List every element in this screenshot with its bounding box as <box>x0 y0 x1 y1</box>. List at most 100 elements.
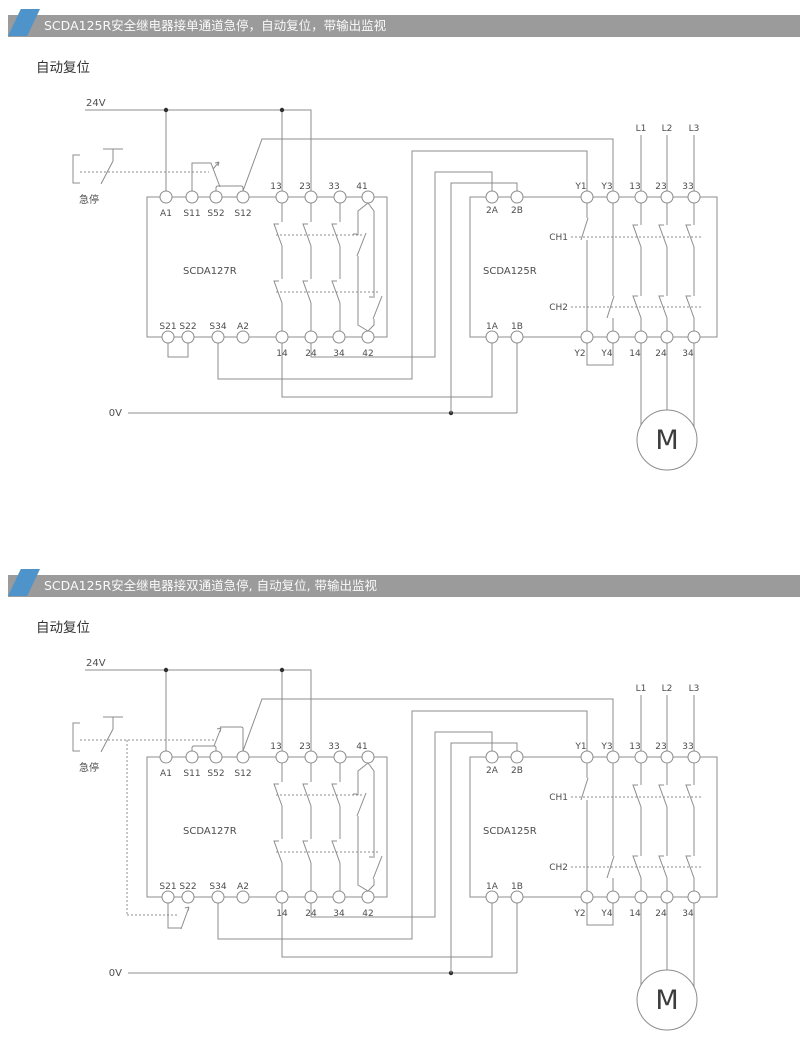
terminal-label-2a: 2A <box>486 206 499 216</box>
terminal-label-r34: 34 <box>682 909 694 919</box>
estop-contact-ch2 <box>167 903 190 930</box>
label-ch2: CH2 <box>549 303 568 313</box>
terminal-label-s11: S11 <box>183 209 200 219</box>
terminal-label-y3: Y3 <box>600 742 612 752</box>
label-l2: L2 <box>662 684 673 694</box>
terminal-label-y4: Y4 <box>600 349 612 359</box>
terminal-label-a2: A2 <box>237 882 249 892</box>
terminal-label-1a: 1A <box>486 882 499 892</box>
terminal-label-41: 41 <box>356 182 367 192</box>
terminal-label-13: 13 <box>270 742 281 752</box>
label-l3: L3 <box>689 124 700 134</box>
terminal-label-y3: Y3 <box>600 182 612 192</box>
estop-contact-ch1 <box>191 726 244 751</box>
estop-contact-ch1 <box>191 161 244 191</box>
motor-label: M <box>655 425 678 456</box>
terminal-label-r14: 14 <box>629 349 641 359</box>
label-24v: 24V <box>86 658 106 669</box>
label-0v: 0V <box>109 968 122 979</box>
terminal-label-14: 14 <box>276 349 288 359</box>
terminal-label-r13: 13 <box>629 742 640 752</box>
terminal-label-s21: S21 <box>159 322 176 332</box>
label-relay-right: SCDA125R <box>483 266 537 277</box>
terminal-label-s52: S52 <box>207 769 224 779</box>
terminal-label-r13: 13 <box>629 182 640 192</box>
terminal-label-s52: S52 <box>207 209 224 219</box>
terminal-label-r24: 24 <box>655 909 667 919</box>
emergency-stop-symbol <box>72 716 216 916</box>
terminal-label-s34: S34 <box>209 882 226 892</box>
terminal-label-r33: 33 <box>682 742 693 752</box>
emergency-stop-symbol <box>72 148 209 185</box>
terminal-circles <box>159 750 701 904</box>
section1-subtitle: 自动复位 <box>36 60 90 76</box>
label-estop: 急停 <box>79 761 99 774</box>
label-l1: L1 <box>636 124 647 134</box>
mains-lines <box>640 695 695 751</box>
terminal-label-1b: 1B <box>511 322 523 332</box>
relay-box-scda125r <box>469 756 718 926</box>
motor-label: M <box>655 985 678 1016</box>
terminal-label-a1: A1 <box>160 769 172 779</box>
label-relay-left: SCDA127R <box>183 826 237 837</box>
interconnect-wires <box>217 698 614 973</box>
terminal-label-34: 34 <box>333 909 345 919</box>
label-0v: 0V <box>109 408 122 419</box>
0v-rail <box>128 970 517 976</box>
wiring-diagram-dual-channel: M 24V 0V 急停 SCDA127R SCDA125R <box>72 658 718 1031</box>
section1-title: SCDA125R安全继电器接单通道急停，自动复位，带输出监视 <box>44 18 387 33</box>
terminal-label-13: 13 <box>270 182 281 192</box>
terminal-label-1a: 1A <box>486 322 499 332</box>
24v-rail <box>85 667 312 751</box>
terminal-label-a1: A1 <box>160 209 172 219</box>
label-ch1: CH1 <box>549 233 568 243</box>
diagram-labels: 24V 0V 急停 SCDA127R SCDA125R A1 S11 S52 S… <box>79 658 699 979</box>
terminal-label-2b: 2B <box>511 206 523 216</box>
terminal-label-2a: 2A <box>486 766 499 776</box>
label-l3: L3 <box>689 684 700 694</box>
label-l1: L1 <box>636 684 647 694</box>
terminal-label-14: 14 <box>276 909 288 919</box>
label-24v: 24V <box>86 98 106 109</box>
mains-lines <box>640 135 695 191</box>
terminal-label-s21: S21 <box>159 882 176 892</box>
terminal-label-y4: Y4 <box>600 909 612 919</box>
terminal-label-r23: 23 <box>655 182 666 192</box>
label-relay-left: SCDA127R <box>183 266 237 277</box>
terminal-label-24: 24 <box>305 909 317 919</box>
terminal-label-y2: Y2 <box>573 349 585 359</box>
terminal-label-r34: 34 <box>682 349 694 359</box>
terminal-label-41: 41 <box>356 742 367 752</box>
section2-title: SCDA125R安全继电器接双通道急停, 自动复位, 带输出监视 <box>44 578 378 593</box>
0v-rail <box>128 410 517 416</box>
terminal-label-s34: S34 <box>209 322 226 332</box>
terminal-label-y1: Y1 <box>574 182 586 192</box>
terminal-label-s12: S12 <box>234 209 251 219</box>
motor-symbol: M <box>636 343 698 471</box>
terminal-label-33: 33 <box>328 742 339 752</box>
diagram-labels: 24V 0V 急停 SCDA127R SCDA125R A1 S11 S52 S… <box>79 98 699 419</box>
terminal-label-r24: 24 <box>655 349 667 359</box>
section1-title-bar: SCDA125R安全继电器接单通道急停，自动复位，带输出监视 <box>8 15 800 37</box>
label-ch1: CH1 <box>549 793 568 803</box>
terminal-label-a2: A2 <box>237 322 249 332</box>
relay-box-scda125r <box>469 196 718 366</box>
relay-box-scda127r <box>146 196 388 338</box>
label-relay-right: SCDA125R <box>483 826 537 837</box>
terminal-label-1b: 1B <box>511 882 523 892</box>
interconnect-wires <box>167 138 614 413</box>
terminal-label-34: 34 <box>333 349 345 359</box>
terminal-label-23: 23 <box>299 742 310 752</box>
terminal-label-y1: Y1 <box>574 742 586 752</box>
terminal-label-s11: S11 <box>183 769 200 779</box>
section2-title-bar: SCDA125R安全继电器接双通道急停, 自动复位, 带输出监视 <box>8 575 800 597</box>
terminal-label-s22: S22 <box>179 322 196 332</box>
motor-symbol: M <box>636 903 698 1031</box>
terminal-label-s22: S22 <box>179 882 196 892</box>
terminal-label-s12: S12 <box>234 769 251 779</box>
label-l2: L2 <box>662 124 673 134</box>
relay-box-scda127r <box>146 756 388 898</box>
label-estop: 急停 <box>79 193 99 206</box>
wiring-diagram-single-channel: M 24V 0V 急停 SCDA127R SCDA1 <box>72 98 718 471</box>
